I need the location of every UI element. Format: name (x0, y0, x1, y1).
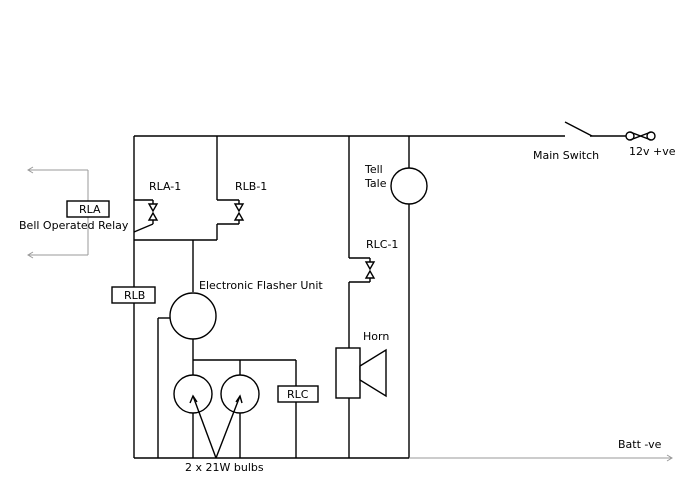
contact-rlc-1 (348, 136, 376, 348)
relay-rla-label: RLA (79, 203, 101, 216)
flasher-feed (134, 239, 217, 292)
negative-rail (134, 454, 673, 462)
contact-rla-1 (133, 199, 159, 458)
horn (335, 347, 387, 458)
relay-rlc (277, 385, 319, 458)
contact-rlb-1-label: RLB-1 (235, 180, 267, 193)
flasher-unit (157, 292, 217, 458)
horn-label: Horn (363, 330, 389, 343)
relay-rla-caption: Bell Operated Relay (19, 219, 129, 232)
flasher-label: Electronic Flasher Unit (199, 279, 323, 292)
main-switch-label: Main Switch (533, 149, 599, 162)
bulb-right (220, 374, 260, 458)
relay-rla (27, 166, 110, 259)
bulb-left (173, 374, 213, 458)
contact-rlc-1-label: RLC-1 (366, 238, 398, 251)
main-switch (564, 121, 626, 137)
supply-positive-label: 12v +ve (629, 145, 676, 158)
tell-tale-label-line1: Tell (364, 163, 383, 176)
bulb-pointer-arrows (189, 394, 243, 459)
lamp-bus (192, 359, 297, 386)
fuse-terminal (625, 131, 656, 141)
contact-rla-1-label: RLA-1 (149, 180, 181, 193)
supply-negative-label: Batt -ve (618, 438, 662, 451)
relay-rlc-label: RLC (287, 388, 309, 401)
tell-tale-lamp (390, 136, 428, 458)
bulbs-label: 2 x 21W bulbs (185, 461, 264, 474)
contact-rlb-1 (216, 136, 245, 240)
relay-rlb-label: RLB (124, 289, 145, 302)
relay-rlb (111, 286, 156, 304)
tell-tale-label-line2: Tale (364, 177, 387, 190)
